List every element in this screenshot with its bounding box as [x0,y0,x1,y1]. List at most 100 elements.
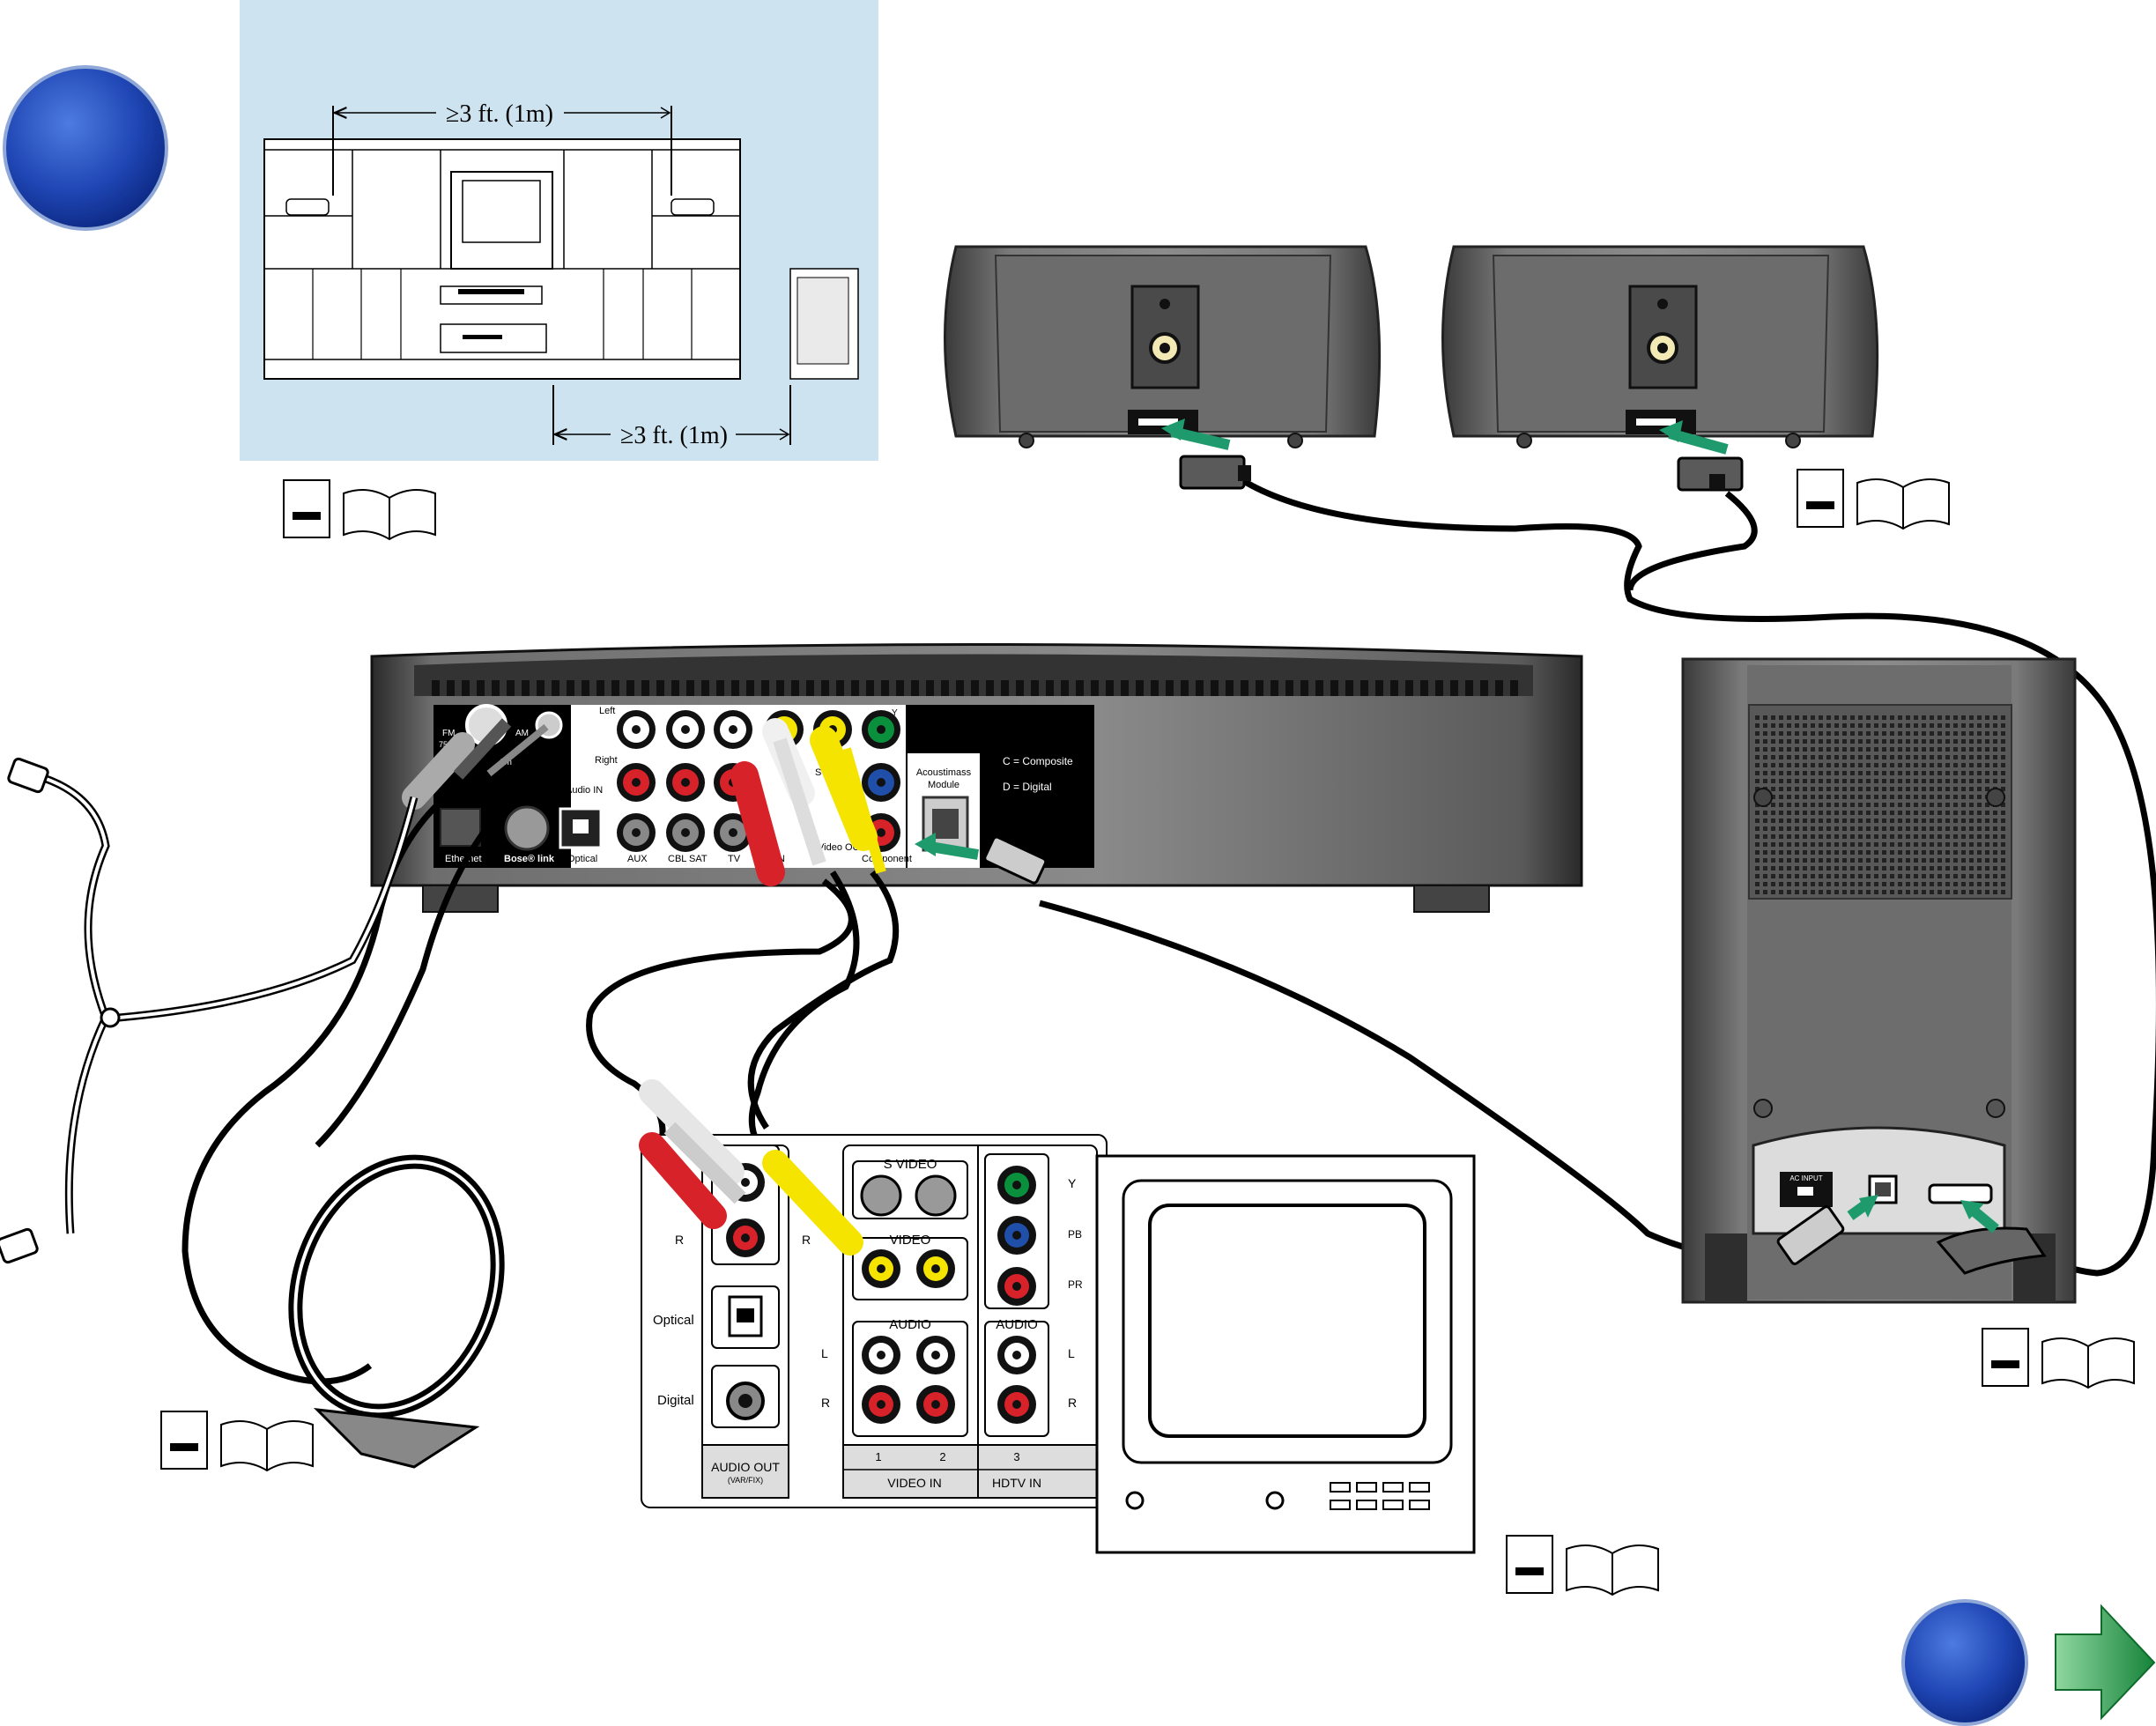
grille-hole [1953,803,1958,807]
grille-hole [1922,850,1926,855]
vent-slot [986,680,994,696]
speaker-output-socket[interactable] [1928,1183,1993,1204]
grille-hole [1866,739,1871,744]
ethernet-port[interactable] [440,808,481,847]
guide-reference-icon-antennas[interactable] [160,1411,314,1472]
grille-hole [1969,763,1974,767]
grille-hole [1779,811,1783,815]
grille-hole [1771,763,1775,767]
grille-hole [1906,874,1910,878]
grille-hole [1779,739,1783,744]
grille-hole [1779,795,1783,799]
grille-hole [1874,866,1878,870]
bose-link-label: Bose® link [504,854,555,864]
vent-slot [1181,680,1189,696]
grille-hole [1795,787,1799,791]
grille-hole [1930,787,1934,791]
grille-hole [1795,747,1799,752]
grille-hole [1850,882,1855,886]
grille-hole [1985,826,1989,831]
grille-hole [1874,819,1878,823]
grille-hole [1787,850,1791,855]
grille-hole [1842,723,1847,728]
grille-hole [1819,731,1823,736]
grille-hole [1866,826,1871,831]
grille-hole [1763,755,1767,759]
vent-slot [1345,680,1353,696]
grille-hole [1945,858,1950,863]
guide-reference-icon-bass-module[interactable] [1982,1328,2135,1389]
grille-hole [1787,819,1791,823]
grille-hole [1834,842,1839,847]
grille-hole [1914,747,1918,752]
vent-slot [492,680,500,696]
grille-hole [1937,890,1942,894]
grille-hole [1803,842,1807,847]
guide-reference-icon-speakers[interactable] [1797,469,1950,530]
grille-hole [1763,779,1767,783]
grille-hole [2001,874,2005,878]
grille-hole [1906,826,1910,831]
speaker-right [1441,245,1879,448]
left-label: Left [599,706,615,716]
audio-out-label: AUDIO OUT [711,1460,780,1474]
grille-hole [1890,795,1894,799]
next-step-badge[interactable] [1901,1599,2028,1726]
grille-hole [1842,755,1847,759]
grille-hole [1914,739,1918,744]
grille-hole [1937,731,1942,736]
tv-jack-pin [1012,1282,1021,1291]
grille-hole [1826,811,1831,815]
grille-hole [1787,723,1791,728]
grille-hole [1985,858,1989,863]
grille-hole [1779,787,1783,791]
grille-hole [1842,858,1847,863]
grille-hole [1930,874,1934,878]
grille-hole [1850,731,1855,736]
grille-hole [1906,747,1910,752]
grille-hole [1755,715,1760,720]
s-video-port-1[interactable] [860,1174,902,1217]
grille-hole [1930,763,1934,767]
grille-hole [1787,866,1791,870]
bose-link-port[interactable] [504,805,550,851]
grille-hole [1858,890,1863,894]
grille-hole [1993,715,1997,720]
grille-hole [1850,747,1855,752]
grille-hole [1906,842,1910,847]
grille-hole [1779,723,1783,728]
grille-hole [1779,890,1783,894]
vent-slot [1315,680,1323,696]
next-arrow-icon[interactable] [2055,1604,2156,1721]
grille-hole [1819,811,1823,815]
grille-hole [1834,755,1839,759]
grille-hole [2001,747,2005,752]
guide-reference-icon-placement[interactable] [283,479,436,541]
grille-hole [1930,731,1934,736]
grille-hole [1961,771,1966,775]
grille-hole [1858,842,1863,847]
grille-hole [1906,850,1910,855]
grille-hole [1779,834,1783,839]
grille-hole [1771,811,1775,815]
grille-hole [1763,771,1767,775]
grille-hole [1842,763,1847,767]
grille-hole [1890,803,1894,807]
grille-hole [1874,715,1878,720]
grille-hole [1914,779,1918,783]
media-console: FM 75 AM Am Ethernet Bose® link Optical … [370,643,1583,913]
grille-hole [1977,834,1982,839]
vent-slot [1465,680,1473,696]
grille-hole [1977,811,1982,815]
s-video-port-2[interactable] [915,1174,957,1217]
grille-hole [1874,850,1878,855]
grille-hole [1914,866,1918,870]
grille-hole [1890,819,1894,823]
grille-hole [1811,858,1815,863]
grille-hole [1930,819,1934,823]
fm-ohm-label: 75 [439,740,448,749]
grille-hole [1906,723,1910,728]
guide-reference-icon-tv[interactable] [1506,1535,1659,1596]
grille-hole [1937,874,1942,878]
grille-hole [1842,826,1847,831]
